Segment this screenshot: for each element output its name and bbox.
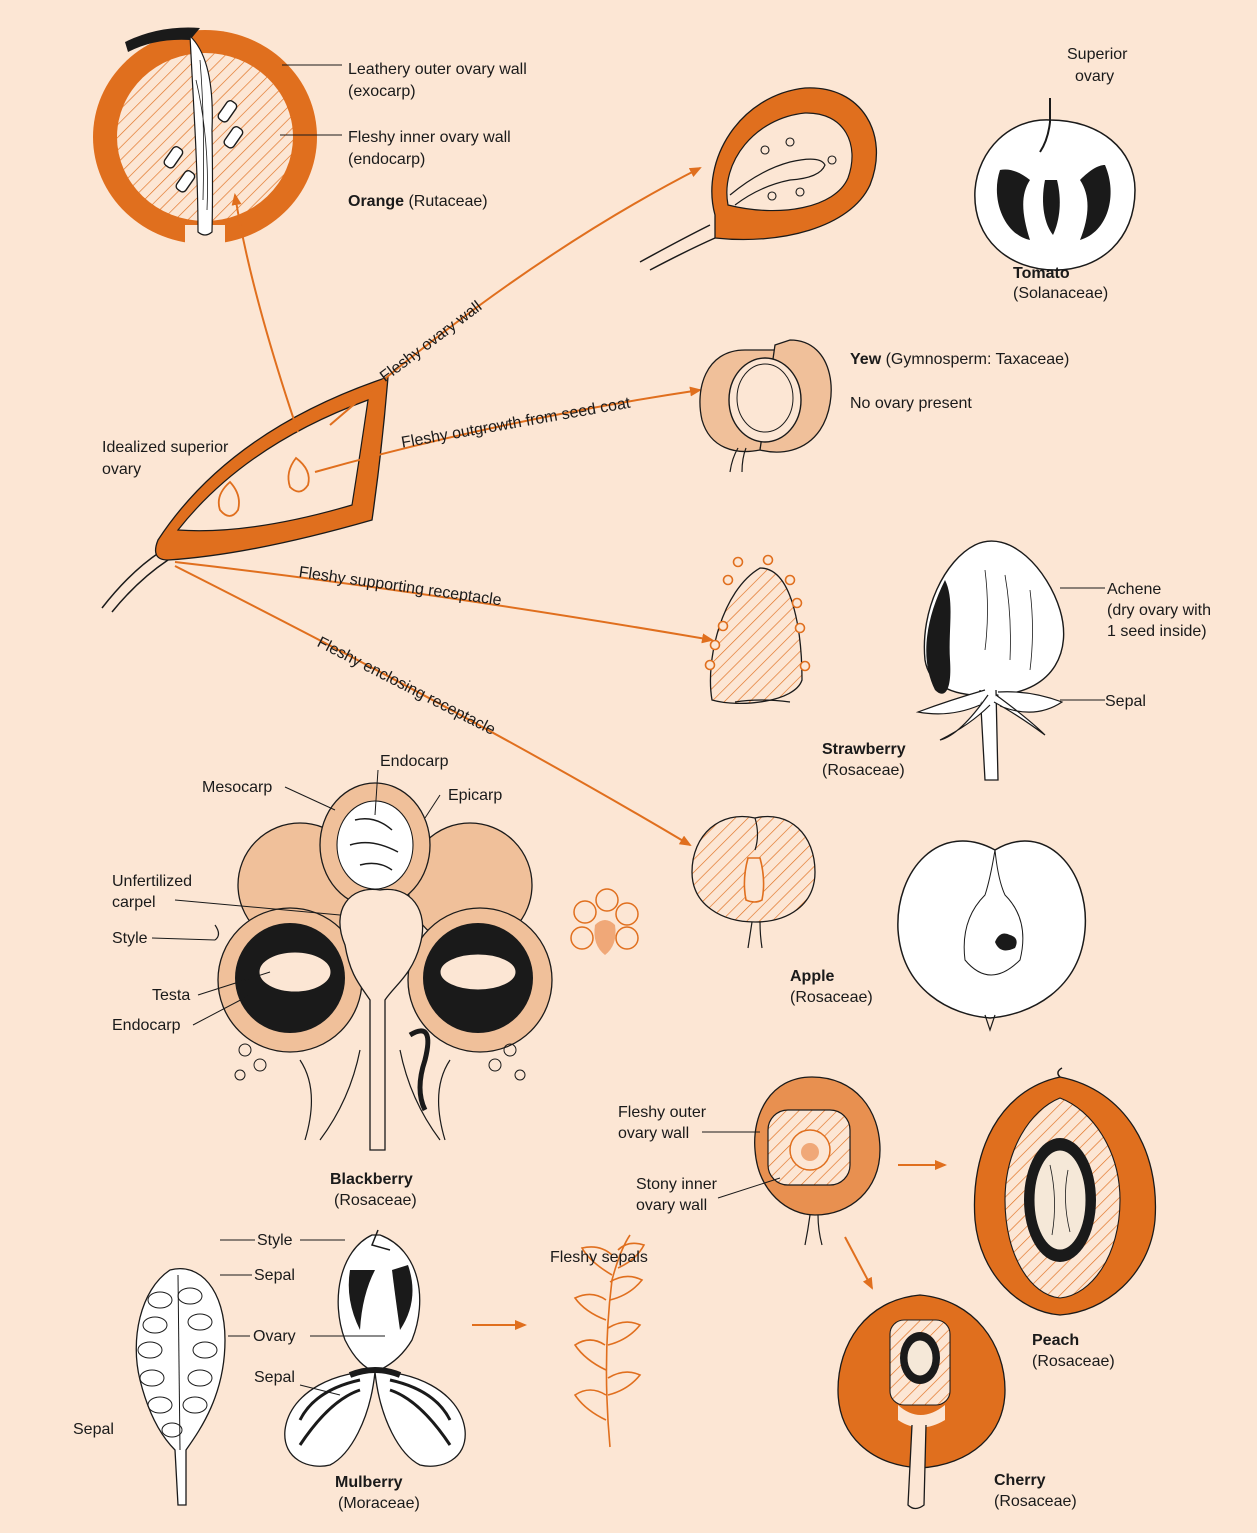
strawberry-achene-label-1: Achene — [1107, 580, 1161, 599]
fleshy-enclosing-receptacle — [692, 817, 815, 948]
blackberry-flower-icon — [571, 889, 638, 955]
strawberry-achene-label-2: (dry ovary with — [1107, 601, 1211, 620]
yew-name: Yew — [850, 351, 881, 368]
strawberry-name: Strawberry — [822, 740, 906, 759]
tomato-name: Tomato — [1013, 264, 1070, 283]
apple-name: Apple — [790, 967, 834, 986]
peach-family: (Rosaceae) — [1032, 1352, 1115, 1371]
orange-endocarp-label: Fleshy inner ovary wall — [348, 128, 511, 147]
mulberry-sepal-label-2: Sepal — [254, 1368, 295, 1387]
blackberry-unfertilized-label-2: carpel — [112, 893, 156, 912]
blackberry-family: (Rosaceae) — [334, 1191, 417, 1210]
fleshy-supporting-receptacle — [706, 556, 810, 704]
mulberry-sepal-label-3: Sepal — [73, 1420, 114, 1439]
fleshy-ovary-wall-fruit — [640, 88, 876, 270]
blackberry-style-label: Style — [112, 929, 148, 948]
mulberry-single-fruit — [285, 1230, 465, 1466]
drupe-outer-label-2: ovary wall — [618, 1124, 689, 1143]
blackberry-testa-label: Testa — [152, 986, 190, 1005]
strawberry-fruit — [918, 541, 1105, 780]
blackberry-mesocarp-label: Mesocarp — [202, 778, 272, 797]
apple-fruit — [898, 841, 1086, 1030]
cherry-name: Cherry — [994, 1471, 1046, 1490]
yew-note: No ovary present — [850, 394, 972, 413]
cherry-fruit — [838, 1295, 1005, 1509]
blackberry-unfertilized-label-1: Unfertilized — [112, 872, 192, 891]
yew-caption: Yew (Gymnosperm: Taxaceae) — [850, 350, 1069, 369]
drupe-fruit — [702, 1077, 880, 1245]
tomato-superior-label-2: ovary — [1075, 67, 1114, 86]
strawberry-family: (Rosaceae) — [822, 761, 905, 780]
orange-exocarp-label: Leathery outer ovary wall — [348, 60, 527, 79]
blackberry-endocarp-label: Endocarp — [112, 1016, 181, 1035]
peach-name: Peach — [1032, 1331, 1079, 1350]
tomato-superior-label-1: Superior — [1067, 45, 1127, 64]
orange-caption: Orange (Rutaceae) — [348, 192, 488, 211]
orange-fruit — [93, 28, 342, 247]
blackberry-name: Blackberry — [330, 1170, 413, 1189]
orange-endocarp-sub: (endocarp) — [348, 150, 425, 169]
mulberry-sepal-label-1: Sepal — [254, 1266, 295, 1285]
fleshy-sepals-label: Fleshy sepals — [550, 1248, 648, 1267]
ideal-ovary-label-1: Idealized superior — [102, 438, 228, 457]
tomato-fruit — [975, 98, 1135, 270]
orange-name: Orange — [348, 193, 404, 210]
apple-family: (Rosaceae) — [790, 988, 873, 1007]
orange-exocarp-sub: (exocarp) — [348, 82, 416, 101]
tomato-family: (Solanaceae) — [1013, 284, 1108, 303]
mulberry-family: (Moraceae) — [338, 1494, 420, 1513]
strawberry-achene-label-3: 1 seed inside) — [1107, 622, 1207, 641]
blackberry-fruit — [152, 770, 552, 1150]
strawberry-sepal-label: Sepal — [1105, 692, 1146, 711]
drupe-outer-label-1: Fleshy outer — [618, 1103, 706, 1122]
ideal-ovary-label-2: ovary — [102, 460, 141, 479]
drupe-inner-label-2: ovary wall — [636, 1196, 707, 1215]
cherry-family: (Rosaceae) — [994, 1492, 1077, 1511]
blackberry-epicarp-label: Epicarp — [448, 786, 502, 805]
peach-fruit — [974, 1068, 1155, 1315]
drupe-inner-label-1: Stony inner — [636, 1175, 717, 1194]
orange-family: (Rutaceae) — [408, 193, 487, 210]
yew-family: (Gymnosperm: Taxaceae) — [886, 351, 1070, 368]
mulberry-style-label: Style — [257, 1231, 293, 1250]
blackberry-endocarp-top-label: Endocarp — [380, 752, 449, 771]
mulberry-ovary-label: Ovary — [253, 1327, 296, 1346]
yew-fruit — [700, 340, 831, 472]
mulberry-name: Mulberry — [335, 1473, 403, 1492]
